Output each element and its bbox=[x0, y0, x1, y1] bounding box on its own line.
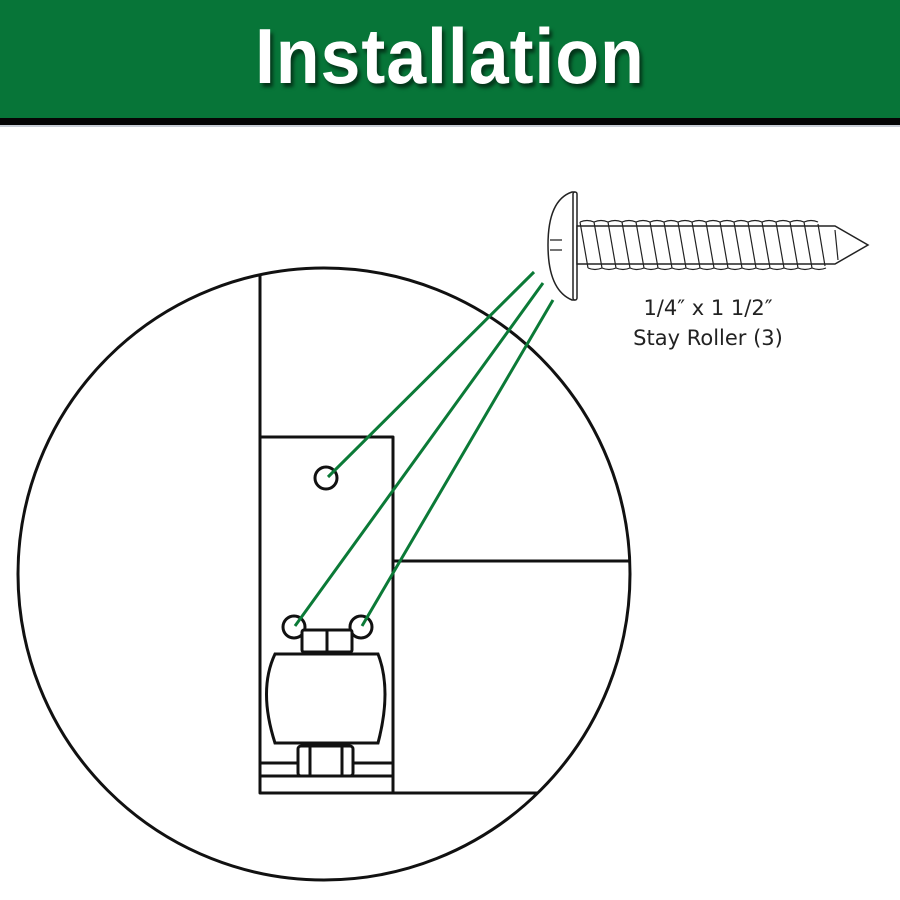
leader-line-right-hole bbox=[360, 299, 555, 627]
mounting-hole-right bbox=[348, 614, 374, 640]
leader-line-top-hole bbox=[326, 270, 536, 479]
page-title: Installation bbox=[255, 12, 645, 100]
screw-icon bbox=[547, 191, 870, 301]
magnified-detail-circle bbox=[16, 266, 632, 882]
bracket-plate bbox=[258, 435, 395, 795]
header-divider bbox=[0, 118, 900, 125]
hex-nut-bottom bbox=[296, 744, 355, 778]
screw-caption: 1/4″ x 1 1/2″ Stay Roller (3) bbox=[590, 293, 826, 353]
header-divider-shadow bbox=[0, 125, 900, 127]
roller-wheel bbox=[265, 652, 387, 745]
leader-lines bbox=[293, 270, 555, 627]
screw-description-label: Stay Roller (3) bbox=[633, 326, 783, 350]
hex-nut-top bbox=[300, 628, 354, 654]
header-banner: Installation bbox=[0, 0, 900, 118]
screw-size-label: 1/4″ x 1 1/2″ bbox=[643, 296, 773, 320]
leader-line-left-hole bbox=[293, 282, 545, 627]
